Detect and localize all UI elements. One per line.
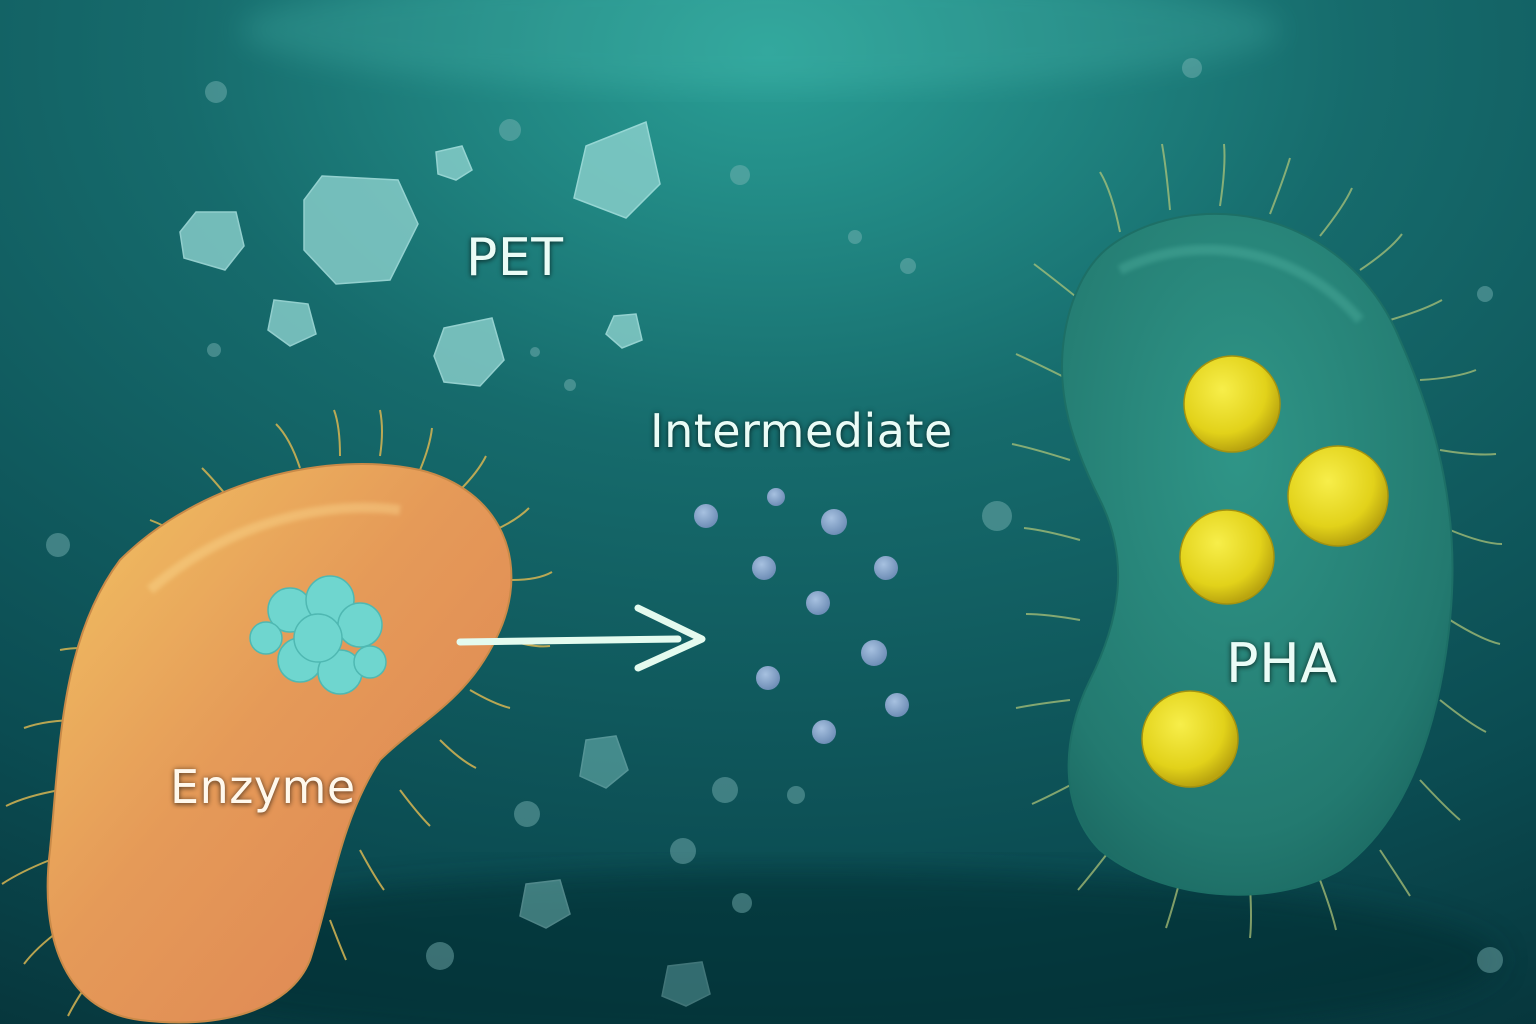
enzyme-label: Enzyme bbox=[170, 760, 356, 814]
pet-fragment bbox=[433, 317, 505, 387]
pet-fragment bbox=[605, 313, 643, 349]
intermediate-particle bbox=[767, 488, 785, 506]
intermediate-particle bbox=[812, 720, 836, 744]
pet-fragment bbox=[179, 211, 245, 271]
pet-fragments bbox=[179, 120, 711, 1007]
background-particles bbox=[46, 58, 1503, 973]
pha-granule bbox=[1179, 509, 1275, 605]
pha-granule bbox=[1183, 355, 1281, 453]
intermediate-particle bbox=[885, 693, 909, 717]
intermediate-label: Intermediate bbox=[650, 404, 953, 458]
enzyme-blob bbox=[249, 575, 387, 695]
pha-granules bbox=[1141, 355, 1389, 788]
pet-label: PET bbox=[466, 228, 564, 288]
pha-bacterium bbox=[1011, 143, 1503, 939]
pet-fragment bbox=[661, 961, 711, 1007]
pet-fragment bbox=[435, 145, 473, 181]
intermediate-particle bbox=[694, 504, 718, 528]
pet-fragment bbox=[573, 120, 661, 219]
enzyme-bacterium bbox=[1, 409, 553, 1024]
pha-granule bbox=[1141, 690, 1239, 788]
pet-fragment bbox=[303, 175, 419, 285]
pha-granule bbox=[1287, 445, 1389, 547]
pet-fragment bbox=[519, 879, 571, 929]
intermediate-particle bbox=[752, 556, 776, 580]
pha-label: PHA bbox=[1226, 632, 1338, 695]
pet-fragment bbox=[579, 735, 629, 789]
sea-floor-shadow bbox=[100, 870, 1500, 1024]
intermediate-particle bbox=[821, 509, 847, 535]
intermediate-particle bbox=[874, 556, 898, 580]
pet-fragment bbox=[267, 299, 317, 347]
intermediate-particles bbox=[694, 488, 909, 744]
intermediate-particle bbox=[756, 666, 780, 690]
intermediate-particle bbox=[861, 640, 887, 666]
intermediate-particle bbox=[806, 591, 830, 615]
conversion-arrow bbox=[456, 604, 706, 672]
enzyme-bacterium-body bbox=[46, 463, 513, 1024]
surface-light bbox=[240, 0, 1280, 90]
